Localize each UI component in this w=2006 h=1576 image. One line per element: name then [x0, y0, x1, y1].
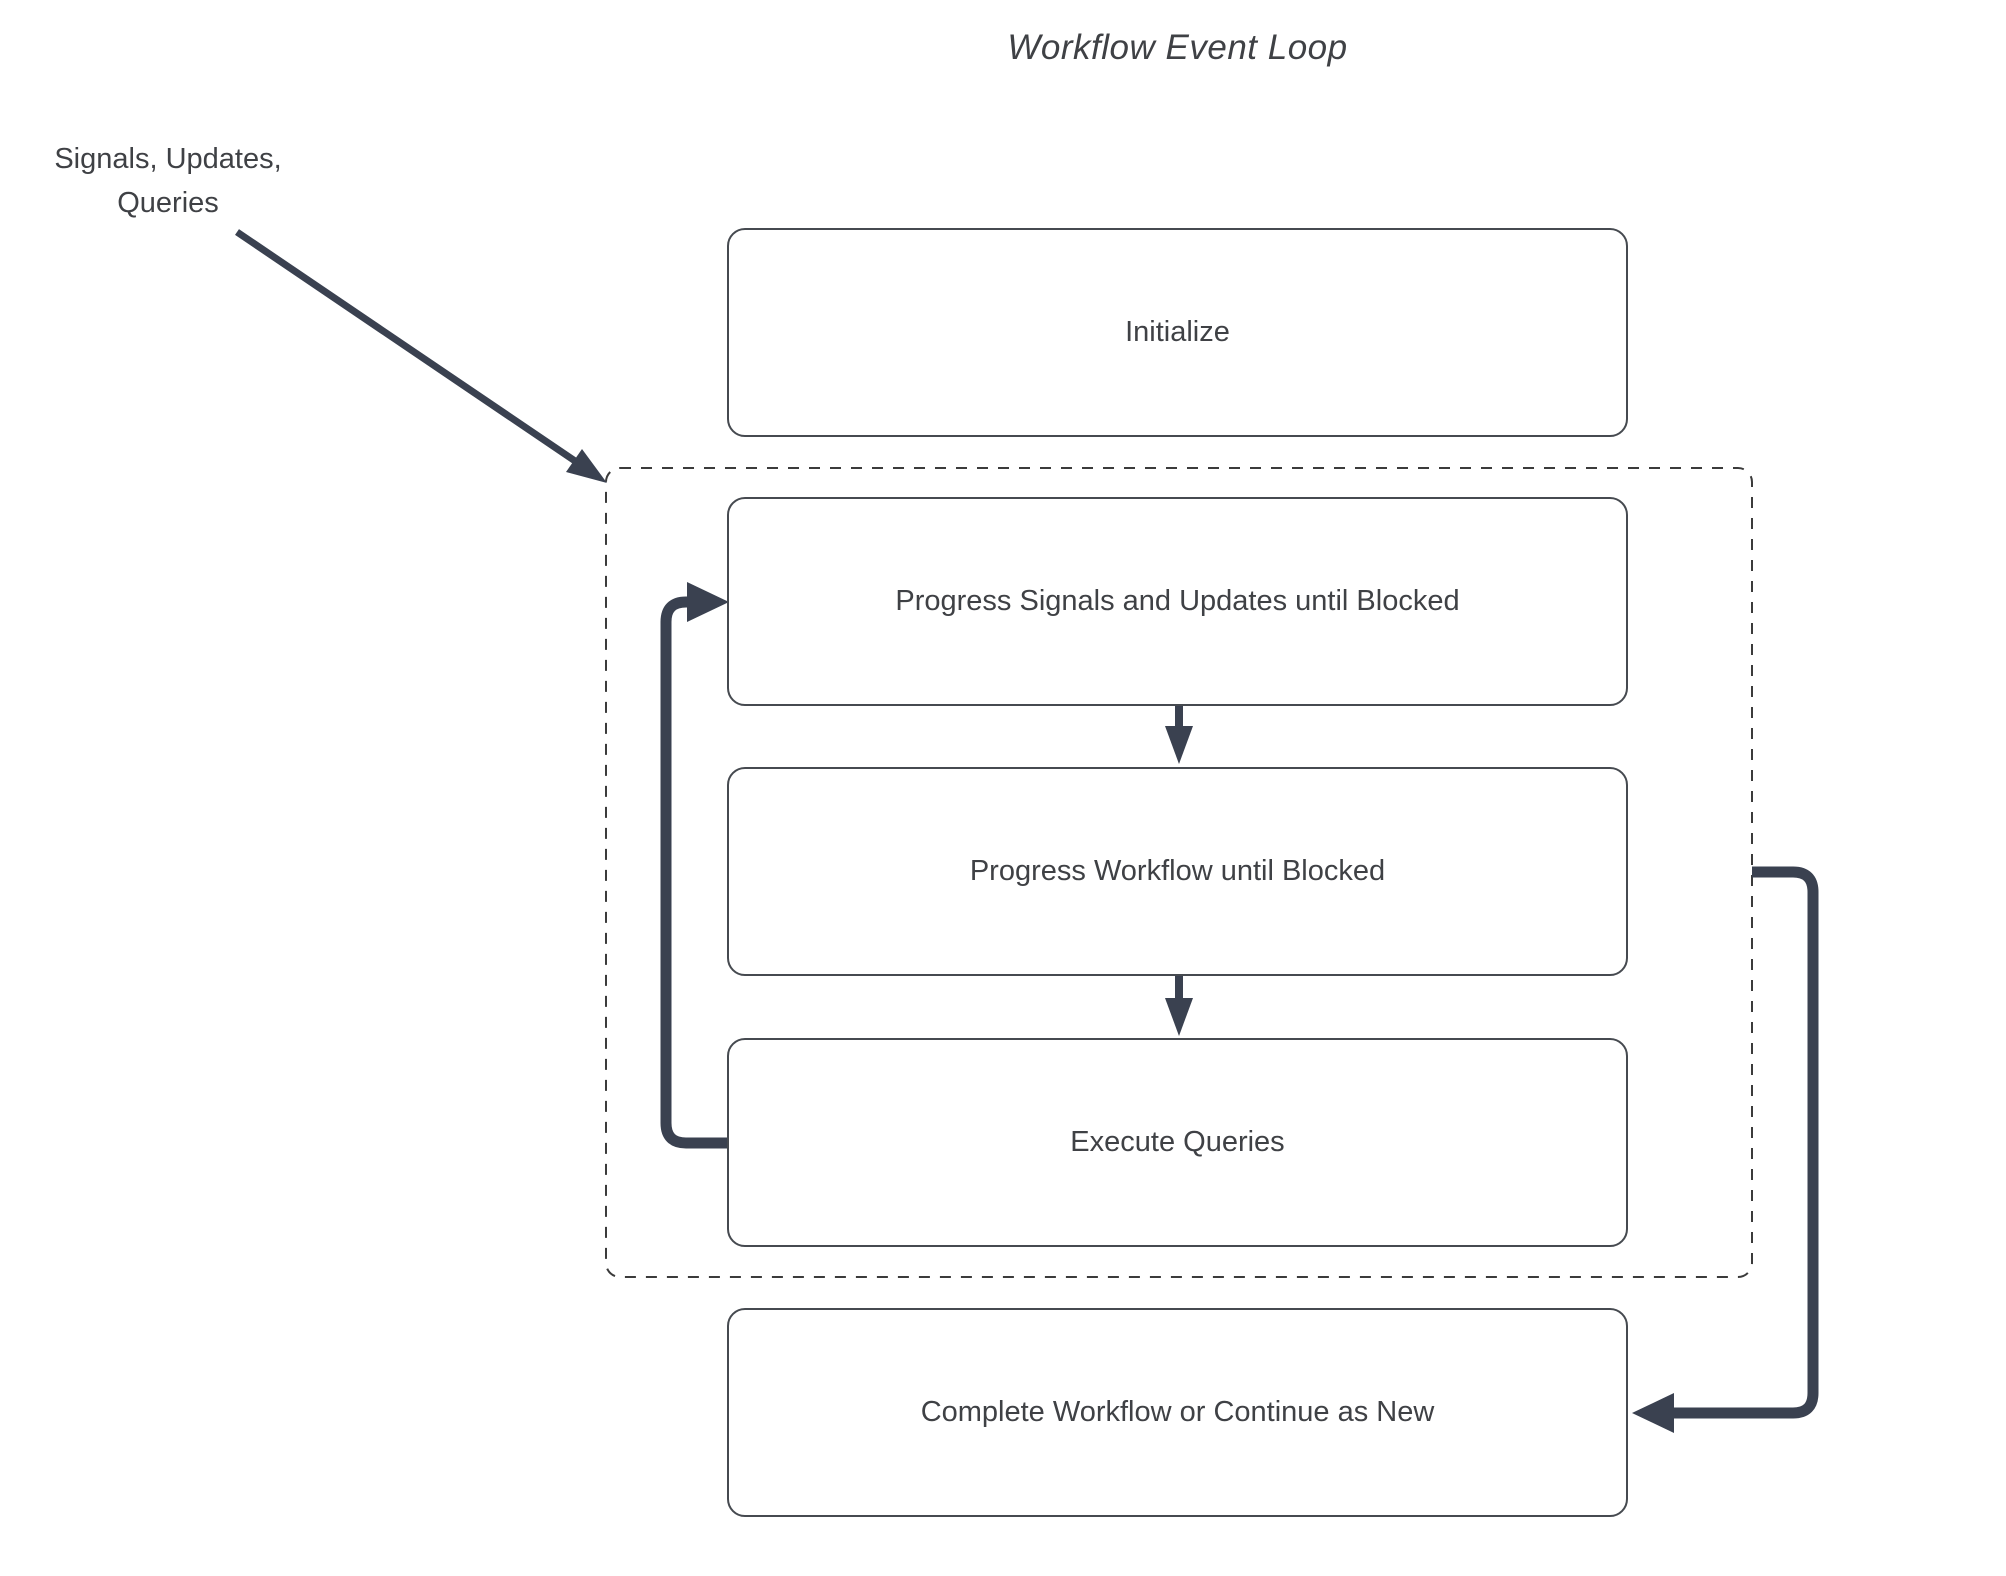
right-side-arrow — [1632, 866, 1819, 1433]
node-execute-queries: Execute Queries — [727, 1038, 1628, 1247]
event-loop-dashed-container — [605, 467, 1753, 1278]
node-progress-signals: Progress Signals and Updates until Block… — [727, 497, 1628, 706]
external-events-arrow — [235, 229, 607, 483]
node-progress-workflow: Progress Workflow until Blocked — [727, 767, 1628, 976]
arrow-workflow-to-queries — [1165, 976, 1193, 1036]
node-complete-workflow-label: Complete Workflow or Continue as New — [920, 1396, 1435, 1428]
node-complete-workflow: Complete Workflow or Continue as New — [727, 1308, 1628, 1517]
diagram-title: Workflow Event Loop — [1007, 28, 1348, 67]
node-progress-workflow-label: Progress Workflow until Blocked — [969, 855, 1386, 887]
arrow-signals-to-workflow — [1165, 706, 1193, 764]
node-initialize: Initialize — [727, 228, 1628, 437]
external-events-label: Signals, Updates, Queries — [54, 143, 282, 219]
node-progress-signals-label: Progress Signals and Updates until Block… — [895, 585, 1460, 617]
loop-back-arrow — [660, 582, 729, 1149]
node-execute-queries-label: Execute Queries — [1070, 1126, 1285, 1158]
node-initialize-label: Initialize — [1125, 316, 1230, 348]
